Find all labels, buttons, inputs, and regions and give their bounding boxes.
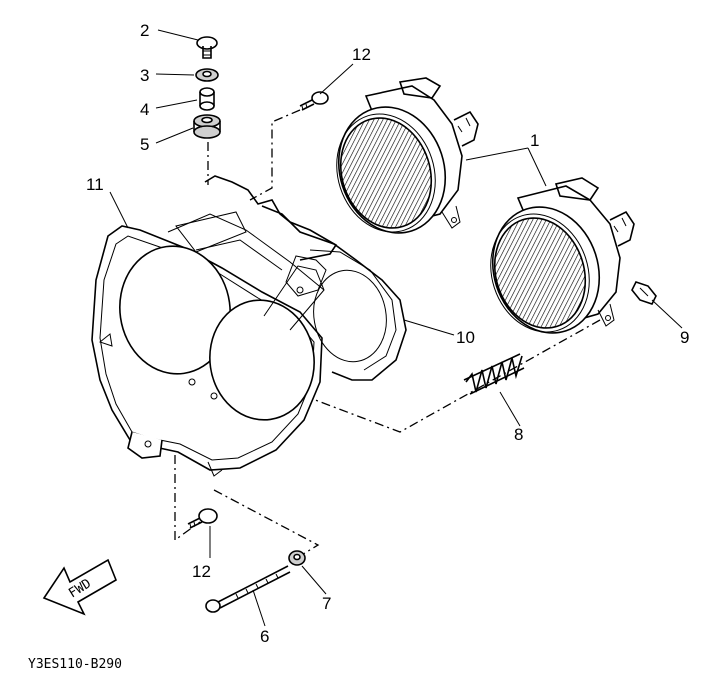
callout-2: 2: [140, 21, 149, 40]
headlight-frame: [261, 205, 407, 381]
adjusting-screw-6: [205, 565, 291, 613]
callout-10: 10: [456, 328, 475, 347]
diagram-code: Y3ES110-B290: [28, 657, 122, 672]
nut-7: [288, 550, 306, 566]
forward-arrow-icon: FWD: [42, 558, 117, 616]
callout-9: 9: [680, 328, 689, 347]
collar-4: [199, 87, 215, 111]
screw-12-lower: [187, 508, 218, 529]
callout-labels: 2 3 4 5 12 1 11 10 9 8 12 7 6: [86, 21, 689, 646]
callout-4: 4: [140, 100, 149, 119]
callout-11: 11: [86, 175, 104, 194]
leader-lines: [109, 29, 683, 627]
callout-5: 5: [140, 135, 149, 154]
clip-9: [631, 281, 657, 305]
screw-2: [196, 36, 218, 59]
grommet-5: [193, 114, 221, 139]
callout-3: 3: [140, 66, 149, 85]
headlight-unit-upper: [336, 77, 479, 234]
screw-12-upper: [299, 91, 329, 111]
callout-8: 8: [514, 425, 523, 444]
assembly-lines: [174, 109, 601, 557]
headlight-unit-lower: [490, 177, 635, 334]
callout-12-upper: 12: [352, 45, 371, 64]
headlight-housing: [91, 175, 338, 477]
callout-6: 6: [260, 627, 269, 646]
callout-7: 7: [322, 594, 331, 613]
washer-3: [195, 68, 219, 82]
callout-1: 1: [530, 131, 539, 150]
callout-12-lower: 12: [192, 562, 211, 581]
spring-8: [463, 353, 525, 395]
